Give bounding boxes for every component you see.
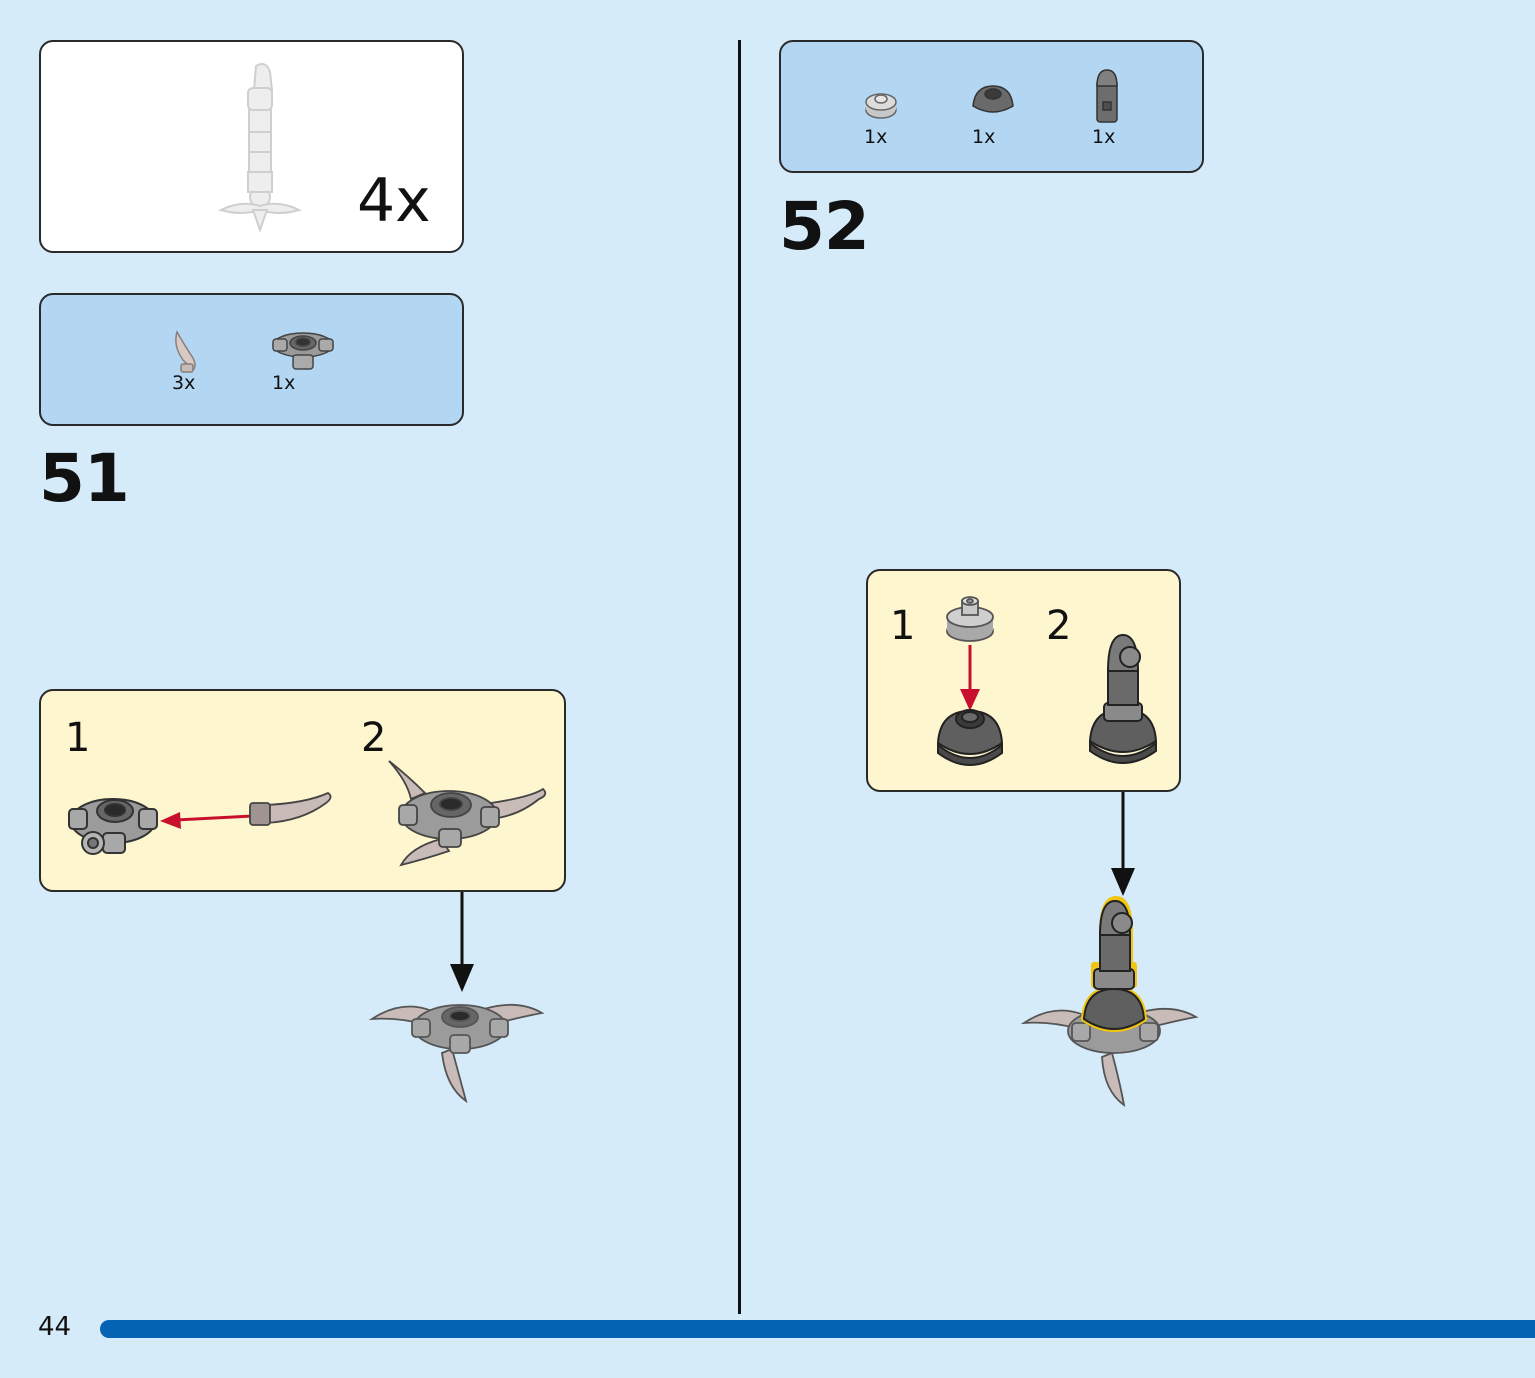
down-arrow-icon (450, 892, 474, 992)
hub-with-horns-icon (388, 760, 547, 867)
parts-list-box: 1x 1x 1x (779, 40, 1204, 173)
substep-number: 1 (890, 603, 916, 649)
subassembly-preview-box: 4x (39, 40, 464, 253)
page-number: 44 (38, 1312, 72, 1342)
part-qty: 3x (172, 372, 196, 394)
down-arrow-icon (1111, 792, 1135, 896)
parts-list-box: 3x 1x (39, 293, 464, 426)
part-qty: 1x (1092, 126, 1116, 148)
part-qty: 1x (272, 372, 296, 394)
substep-box: 1 2 (866, 569, 1181, 792)
substep-box: 1 2 (39, 689, 566, 892)
horn-piece-icon (175, 330, 196, 373)
dome-piece-icon (972, 85, 1014, 113)
step52-result-icon (1020, 896, 1199, 1107)
round-plate-piece-icon (865, 93, 897, 119)
part-qty: 1x (864, 126, 888, 148)
column-divider (738, 40, 741, 1314)
clip-on-dome-icon (1088, 633, 1158, 764)
round-hub-piece-icon (272, 332, 334, 370)
substep-number: 2 (361, 715, 387, 761)
horn-piece-icon (249, 791, 332, 826)
tower-subassembly-icon (218, 63, 302, 234)
step-number: 51 (39, 440, 130, 517)
round-plate-piece-icon (946, 596, 994, 642)
step-number: 52 (779, 188, 870, 265)
substep-number: 2 (1046, 603, 1072, 649)
progress-bar (100, 1320, 1535, 1338)
clip-piece-icon (1096, 69, 1118, 123)
dome-piece-icon (936, 709, 1004, 766)
hub-piece-icon (68, 798, 158, 855)
substep-number: 1 (65, 715, 91, 761)
step51-result-icon (368, 1003, 545, 1104)
red-arrow-icon (960, 645, 980, 711)
part-qty: 1x (972, 126, 996, 148)
multiplier-label: 4x (357, 166, 431, 236)
